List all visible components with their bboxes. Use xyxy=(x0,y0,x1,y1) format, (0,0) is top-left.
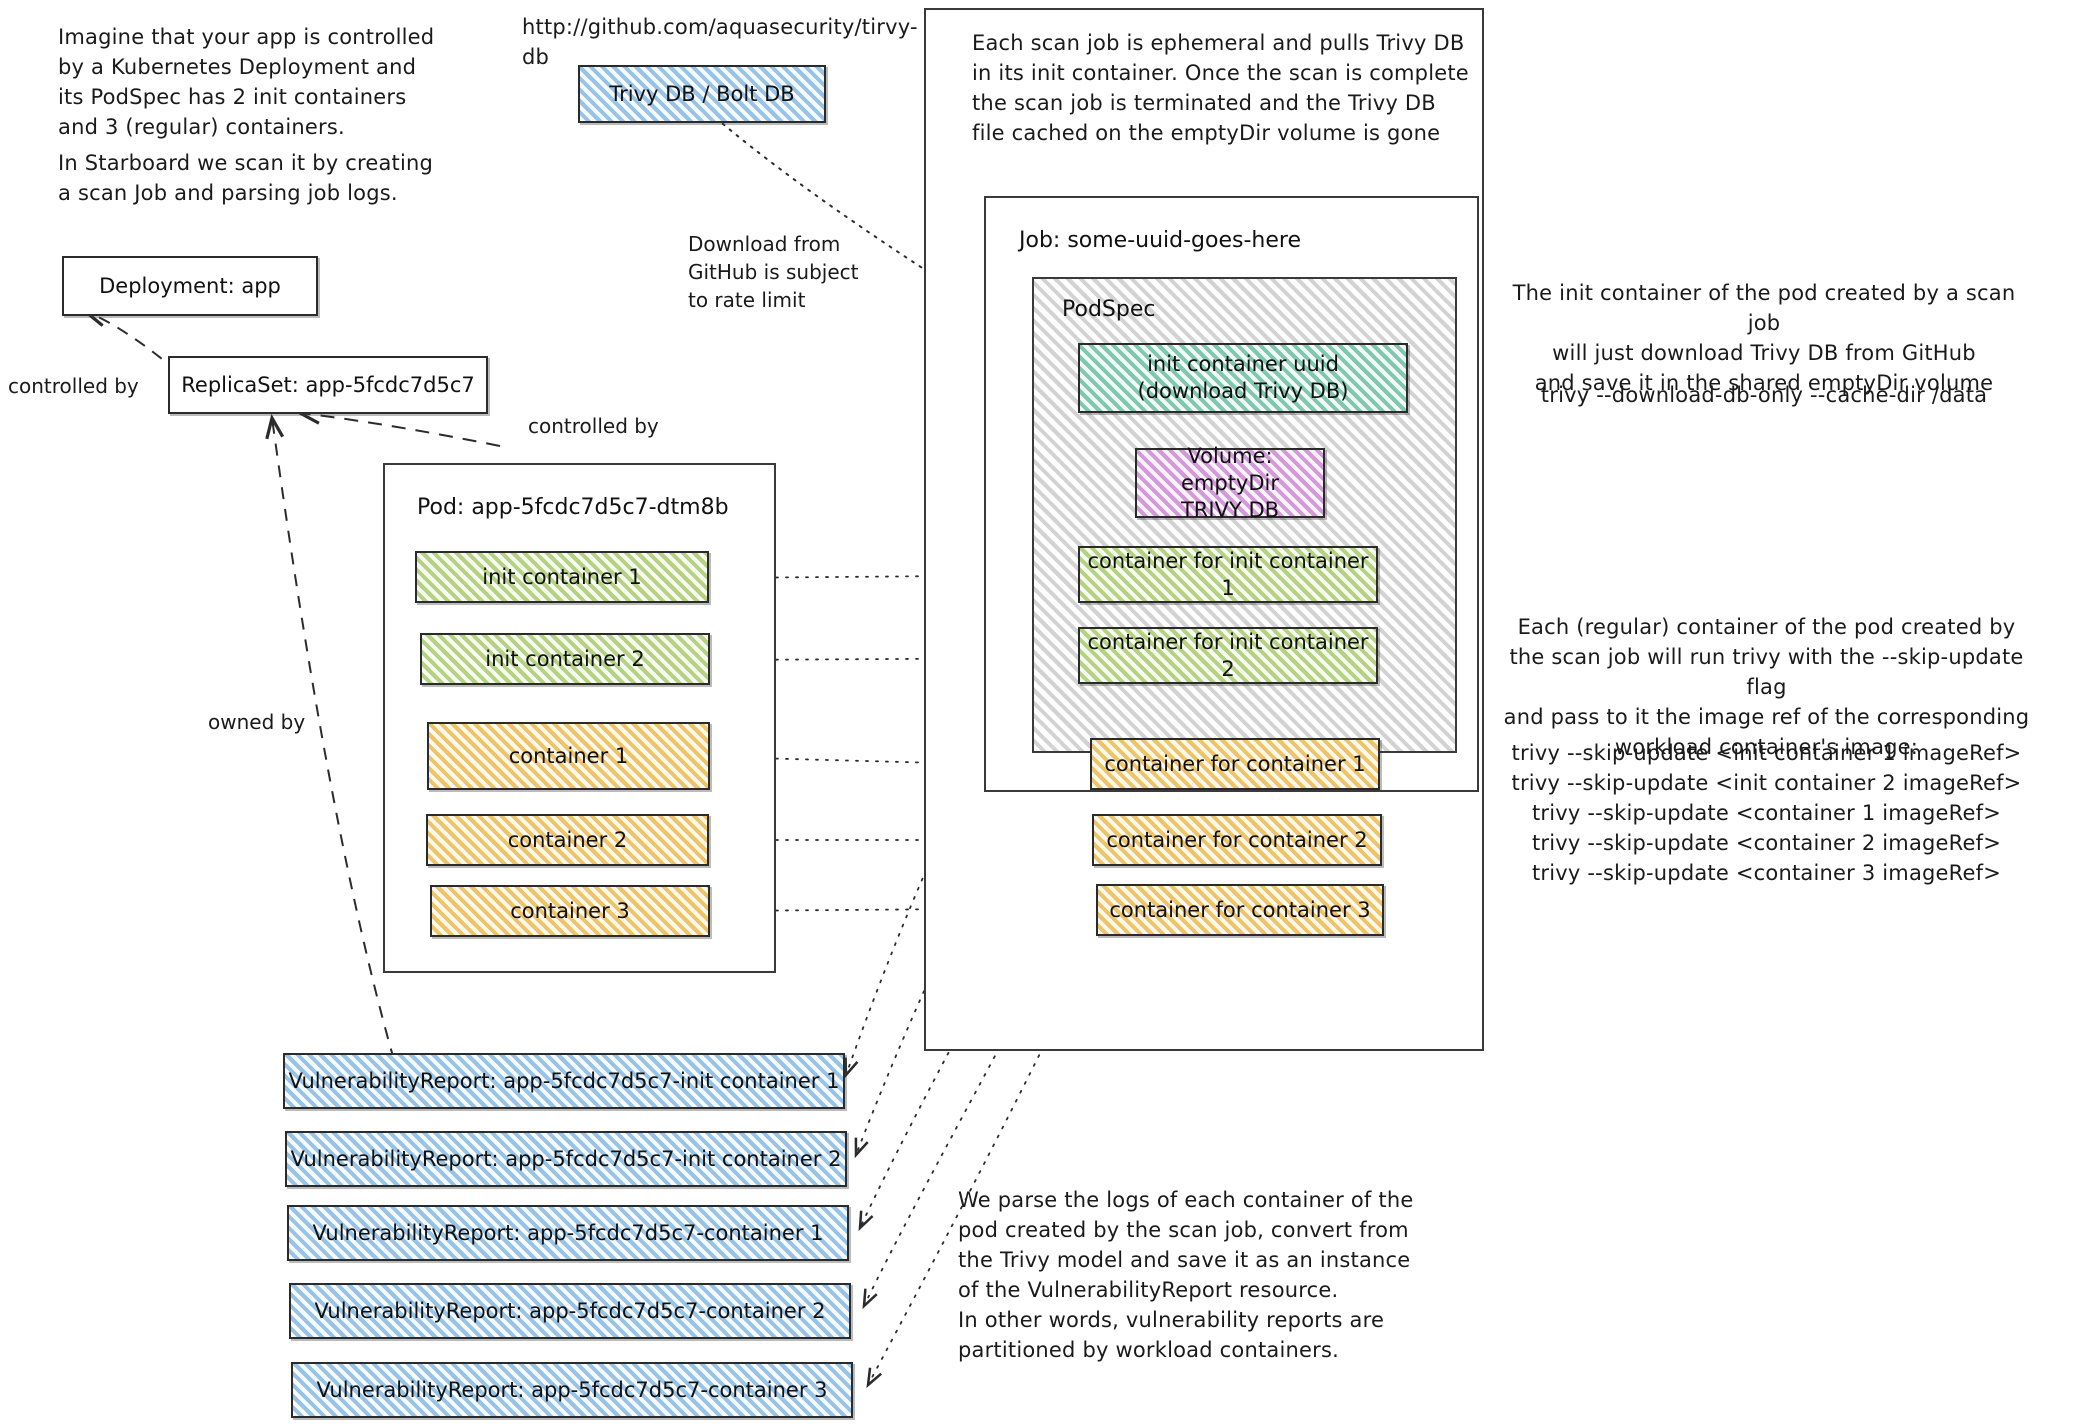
job-container-5[interactable]: container for container 3 xyxy=(1096,884,1384,936)
job-title: Job: some-uuid-goes-here xyxy=(1019,228,1301,253)
vulnerability-report-1[interactable]: VulnerabilityReport: app-5fcdc7d5c7-init… xyxy=(283,1053,845,1109)
job-container-4[interactable]: container for container 2 xyxy=(1092,814,1382,866)
edge-label-owned-by: owned by xyxy=(208,710,306,734)
deployment-box[interactable]: Deployment: app xyxy=(62,256,318,316)
note-ephemeral: Each scan job is ephemeral and pulls Tri… xyxy=(972,31,1469,145)
pod-container-1[interactable]: init container 1 xyxy=(415,551,709,603)
note-intro-2: In Starboard we scan it by creating a sc… xyxy=(58,151,434,205)
note-rate-limit: Download from GitHub is subject to rate … xyxy=(688,232,859,312)
pod-container-3[interactable]: container 1 xyxy=(427,722,710,790)
volume-emptydir-box[interactable]: Volume: emptyDir TRIVY DB xyxy=(1135,444,1325,522)
pod-container-2[interactable]: init container 2 xyxy=(420,633,710,685)
note-intro-1: Imagine that your app is controlled by a… xyxy=(58,25,435,139)
edge-label-controlled-by-replicaset: controlled by xyxy=(528,414,659,438)
vulnerability-report-4[interactable]: VulnerabilityReport: app-5fcdc7d5c7-cont… xyxy=(289,1283,851,1339)
scan-init-container-box[interactable]: init container uuid (download Trivy DB) xyxy=(1078,343,1408,413)
pod-container-5[interactable]: container 3 xyxy=(430,885,710,937)
trivy-db-url: http://github.com/aquasecurity/tirvy-db xyxy=(522,15,918,69)
job-container-1[interactable]: container for init container 1 xyxy=(1078,546,1378,603)
pod-title: Pod: app-5fcdc7d5c7-dtm8b xyxy=(417,495,729,520)
vulnerability-report-5[interactable]: VulnerabilityReport: app-5fcdc7d5c7-cont… xyxy=(291,1362,853,1418)
note-init-container-command: trivy --download-db-only --cache-dir /da… xyxy=(1540,383,1988,407)
note-parse-logs: We parse the logs of each container of t… xyxy=(958,1188,1414,1362)
job-container-2[interactable]: container for init container 2 xyxy=(1078,627,1378,684)
vulnerability-report-2[interactable]: VulnerabilityReport: app-5fcdc7d5c7-init… xyxy=(285,1131,847,1187)
job-container-3[interactable]: container for container 1 xyxy=(1090,738,1380,790)
replicaset-box[interactable]: ReplicaSet: app-5fcdc7d5c7 xyxy=(168,356,488,414)
note-init-container-explainer: The init container of the pod created by… xyxy=(1512,281,2016,395)
note-regular-container-explainer: Each (regular) container of the pod crea… xyxy=(1503,615,2030,759)
pod-container-4[interactable]: container 2 xyxy=(426,814,709,866)
trivy-db-box[interactable]: Trivy DB / Bolt DB xyxy=(578,65,826,123)
note-regular-container-commands: trivy --skip-update <init container 1 im… xyxy=(1511,741,2022,885)
vulnerability-report-3[interactable]: VulnerabilityReport: app-5fcdc7d5c7-cont… xyxy=(287,1205,849,1261)
edge-label-controlled-by-deployment: controlled by xyxy=(8,374,139,398)
podspec-title: PodSpec xyxy=(1062,297,1156,322)
